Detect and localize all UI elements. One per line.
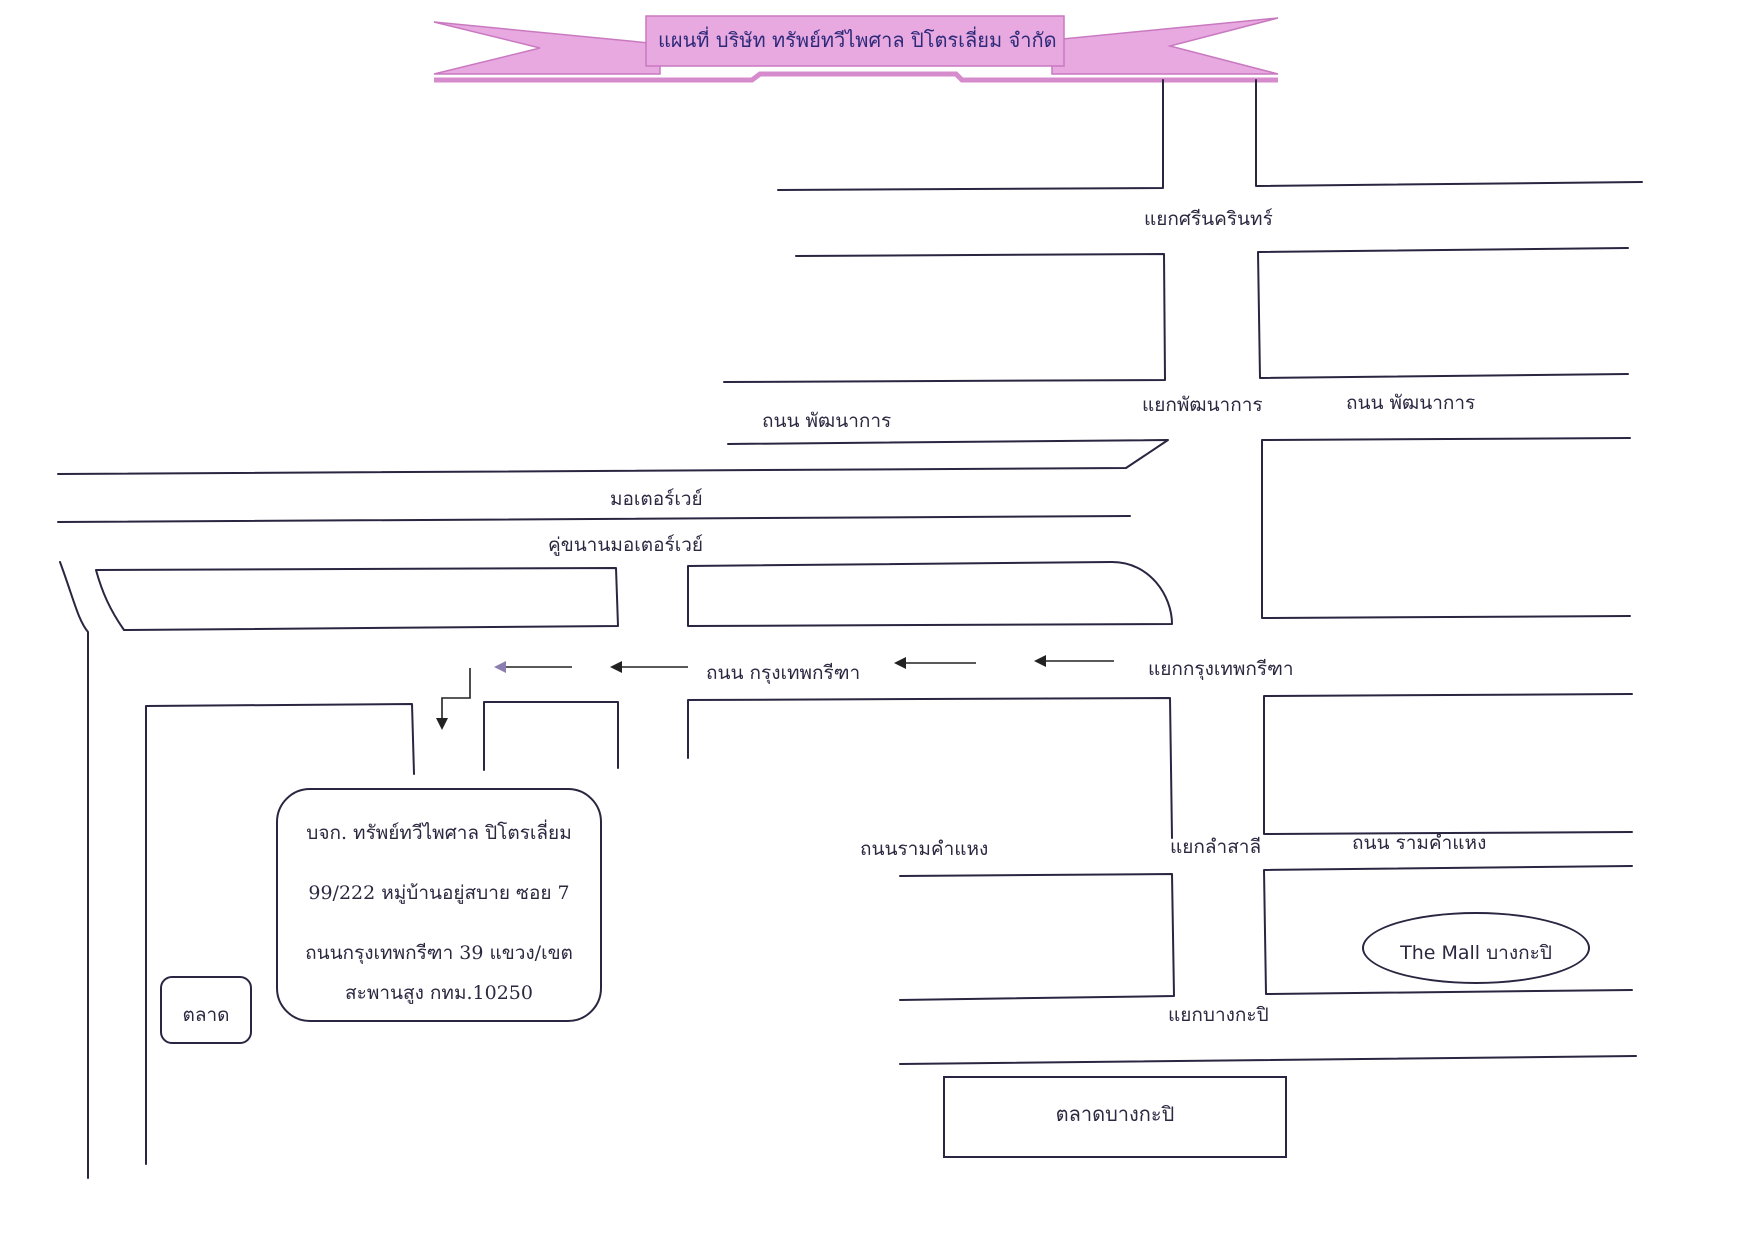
traffic-direction-arrows <box>436 655 1114 730</box>
company-address-line3: สะพานสูง กทม.10250 <box>345 982 533 1004</box>
market-landmark: ตลาด <box>160 976 252 1044</box>
intersection-srinagarindra-label: แยกศรีนครินทร์ <box>1144 208 1273 230</box>
the-mall-landmark: The Mall บางกะปิ <box>1362 912 1590 984</box>
road-ramkhamhaeng-east-label: ถนน รามคำแหง <box>1352 832 1487 854</box>
company-location-box: บจก. ทรัพย์ทวีไพศาล ปิโตรเลี่ยม 99/222 ห… <box>276 788 602 1022</box>
road-edge <box>95 567 619 631</box>
road-phatthanakan-east-label: ถนน พัฒนาการ <box>1346 392 1476 414</box>
intersection-bangkapi-label: แยกบางกะปิ <box>1168 1004 1269 1026</box>
road-edge <box>57 439 1169 475</box>
road-edge <box>57 515 1131 523</box>
road-motorway-frontage-label: คู่ขนานมอเตอร์เวย์ <box>548 534 704 556</box>
road-edge <box>59 561 89 1179</box>
bangkapi-market-label: ตลาดบางกะปิ <box>1055 1102 1175 1126</box>
map-title: แผนที่ บริษัท ทรัพย์ทวีไพศาล ปิโตรเลี่ยม… <box>658 28 1057 52</box>
road-motorway-label: มอเตอร์เวย์ <box>610 488 703 510</box>
road-edge <box>899 873 1175 1001</box>
road-edge <box>687 561 1173 627</box>
company-address-line2: ถนนกรุงเทพกรีฑา 39 แขวง/เขต <box>305 942 573 964</box>
road-edge <box>1255 79 1643 187</box>
intersection-phatthanakan-label: แยกพัฒนาการ <box>1142 394 1263 416</box>
road-edge <box>483 701 619 771</box>
road-edge <box>1263 693 1633 835</box>
the-mall-label: The Mall บางกะปิ <box>1400 942 1552 964</box>
road-edge <box>723 253 1166 383</box>
market-label: ตลาด <box>182 1004 230 1026</box>
road-edge <box>899 1055 1637 1065</box>
road-edge <box>687 697 1173 839</box>
road-edge <box>1261 437 1631 619</box>
bangkapi-market-landmark: ตลาดบางกะปิ <box>943 1076 1287 1158</box>
company-address-line1: 99/222 หมู่บ้านอยู่สบาย ซอย 7 <box>308 882 570 904</box>
road-phatthanakan-west-label: ถนน พัฒนาการ <box>762 410 892 432</box>
road-edge <box>1257 247 1629 379</box>
road-ramkhamhaeng-west-label: ถนนรามคำแหง <box>860 838 989 860</box>
road-edge <box>777 79 1164 191</box>
road-edge <box>1263 865 1633 995</box>
title-banner-ribbon <box>433 15 1279 83</box>
road-edge <box>145 703 415 1165</box>
road-krungthep-kreetha-label: ถนน กรุงเทพกรีฑา <box>706 662 861 684</box>
company-name: บจก. ทรัพย์ทวีไพศาล ปิโตรเลี่ยม <box>306 822 572 844</box>
intersection-krungthep-kreetha-label: แยกกรุงเทพกรีฑา <box>1148 658 1294 680</box>
intersection-lamsalee-label: แยกลำสาลี <box>1170 836 1262 858</box>
